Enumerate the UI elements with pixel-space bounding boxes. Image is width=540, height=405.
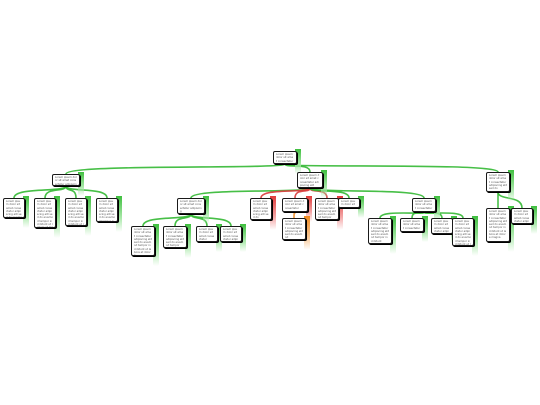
node-text: Lorem ipsum dolor sit amet consectetur a…	[489, 174, 507, 191]
connector-b2a-b2a4	[190, 213, 232, 227]
node-color-tab	[358, 196, 364, 218]
node-text: Lorem ipsum dolor sit amet consectetur a…	[276, 153, 294, 163]
node-color-tab	[390, 216, 396, 254]
node-color-tab	[78, 172, 84, 196]
node-color-tab	[23, 196, 29, 228]
mind-map-node-b2f4[interactable]: Lorem ipsum dolor sit amet consectetur a…	[452, 218, 474, 246]
mind-map-node-b1c3[interactable]: Lorem ipsum dolor sit amet consectetur a…	[65, 198, 87, 226]
node-text: Lorem ipsum dolor sit amet consectetur a…	[285, 220, 303, 240]
mind-map-node-b2f2[interactable]: Lorem ipsum dolor sit amet consectetur	[400, 218, 424, 232]
connector-b2-b2f	[309, 187, 425, 199]
connector-b2c-b2c1	[293, 211, 296, 219]
node-text: Lorem ipsum dolor sit amet consectetur	[285, 200, 305, 210]
mind-map-node-b2[interactable]: Lorem ipsum dolor sit amet consectetur a…	[297, 172, 323, 188]
node-color-tab	[185, 224, 191, 258]
node-color-tab	[321, 170, 327, 198]
node-text: Lorem ipsum dolor sit amet consectetur a…	[434, 220, 450, 233]
mind-map-node-b2a[interactable]: Lorem ipsum dolor sit amet consectetur a…	[177, 198, 205, 214]
mind-map-node-root[interactable]: Lorem ipsum dolor sit amet consectetur a…	[273, 151, 297, 164]
mind-map-node-b2e[interactable]: Lorem ipsum dolor sit amet	[338, 198, 360, 208]
node-color-tab	[508, 170, 514, 202]
node-text: Lorem ipsum dolor sit amet consectetur a…	[253, 200, 269, 220]
mind-map-node-b3c2[interactable]: Lorem ipsum dolor sit amet consectetur a…	[511, 208, 533, 224]
node-text: Lorem ipsum dolor sit amet	[341, 200, 356, 207]
mind-map-node-b1c4[interactable]: Lorem ipsum dolor sit amet consectetur a…	[96, 198, 118, 222]
node-color-tab	[422, 216, 428, 242]
node-text: Lorem ipsum dolor sit amet consectetur a…	[514, 210, 530, 223]
mind-map-node-b1c1[interactable]: Lorem ipsum dolor sit amet consectetur a…	[3, 198, 25, 218]
node-color-tab	[203, 196, 209, 224]
connector-b2a-b2a1	[142, 213, 192, 227]
node-color-tab	[306, 196, 312, 222]
mind-map-node-b3c1[interactable]: Lorem ipsum dolor sit amet consectetur a…	[486, 208, 510, 242]
mind-map-node-b2f3[interactable]: Lorem ipsum dolor sit amet consectetur a…	[431, 218, 453, 234]
node-color-tab	[153, 224, 159, 266]
mind-map-node-b2a1[interactable]: Lorem ipsum dolor sit amet consectetur a…	[131, 226, 155, 256]
node-text: Lorem ipsum dolor sit amet consectetur a…	[300, 174, 320, 187]
node-text: Lorem ipsum dolor sit amet consectetur a…	[55, 176, 77, 186]
node-text: Lorem ipsum dolor sit amet consectetur a…	[134, 228, 152, 256]
node-text: Lorem ipsum dolor sit amet consectetur a…	[455, 220, 471, 246]
node-text: Lorem ipsum dolor sit amet consectetur a…	[166, 228, 184, 248]
node-text: Lorem ipsum dolor sit amet consectetur a…	[68, 200, 84, 226]
node-text: Lorem ipsum dolor sit amet consectetur	[403, 220, 421, 230]
node-text: Lorem ipsum dolor sit amet consectetur	[199, 228, 215, 241]
node-text: Lorem ipsum dolor sit amet consectetur a…	[318, 200, 336, 220]
node-color-tab	[434, 196, 440, 222]
node-color-tab	[337, 196, 343, 230]
node-color-tab	[85, 196, 91, 236]
node-color-tab	[54, 196, 60, 238]
connector-root-b1	[65, 163, 286, 175]
mind-map-node-b2f[interactable]: Lorem ipsum dolor sit amet consectetur	[412, 198, 436, 212]
mind-map-node-b2f1[interactable]: Lorem ipsum dolor sit amet consectetur a…	[368, 218, 392, 244]
connector-b2f-b2f4	[423, 211, 464, 219]
node-text: Lorem ipsum dolor sit amet consectetur a…	[371, 220, 389, 243]
node-text: Lorem ipsum dolor sit amet consectetur a…	[6, 200, 22, 218]
mind-map-node-b1[interactable]: Lorem ipsum dolor sit amet consectetur a…	[52, 174, 80, 186]
mind-map-node-b3[interactable]: Lorem ipsum dolor sit amet consectetur a…	[486, 172, 510, 192]
node-text: Lorem ipsum dolor sit amet consectetur a…	[99, 200, 115, 222]
node-color-tab	[472, 216, 478, 256]
connector-root-b3	[284, 163, 499, 173]
mind-map-node-b2d[interactable]: Lorem ipsum dolor sit amet consectetur a…	[315, 198, 339, 220]
mind-map-node-b2c1[interactable]: Lorem ipsum dolor sit amet consectetur a…	[282, 218, 306, 240]
node-color-tab	[270, 196, 276, 230]
mind-map-node-b2b[interactable]: Lorem ipsum dolor sit amet consectetur a…	[250, 198, 272, 220]
node-text: Lorem ipsum dolor sit amet consectetur a…	[223, 228, 239, 241]
node-color-tab	[304, 216, 310, 250]
mind-map-node-b1c2[interactable]: Lorem ipsum dolor sit amet consectetur a…	[34, 198, 56, 228]
node-text: Lorem ipsum dolor sit amet consectetur a…	[489, 210, 507, 240]
node-color-tab	[508, 206, 514, 252]
mind-map-node-b2a2[interactable]: Lorem ipsum dolor sit amet consectetur a…	[163, 226, 187, 248]
node-text: Lorem ipsum dolor sit amet consectetur a…	[37, 200, 53, 228]
node-color-tab	[216, 224, 222, 252]
node-color-tab	[240, 224, 246, 252]
connector-b1-b1c4	[65, 185, 108, 199]
mind-map-node-b2c[interactable]: Lorem ipsum dolor sit amet consectetur	[282, 198, 308, 212]
node-color-tab	[531, 206, 537, 234]
node-color-tab	[116, 196, 122, 232]
node-text: Lorem ipsum dolor sit amet consectetur a…	[180, 200, 202, 213]
node-color-tab	[295, 149, 301, 174]
node-text: Lorem ipsum dolor sit amet consectetur	[415, 200, 433, 210]
mind-map-node-b2a4[interactable]: Lorem ipsum dolor sit amet consectetur a…	[220, 226, 242, 242]
mind-map-node-b2a3[interactable]: Lorem ipsum dolor sit amet consectetur	[196, 226, 218, 242]
connector-layer	[13, 163, 523, 227]
